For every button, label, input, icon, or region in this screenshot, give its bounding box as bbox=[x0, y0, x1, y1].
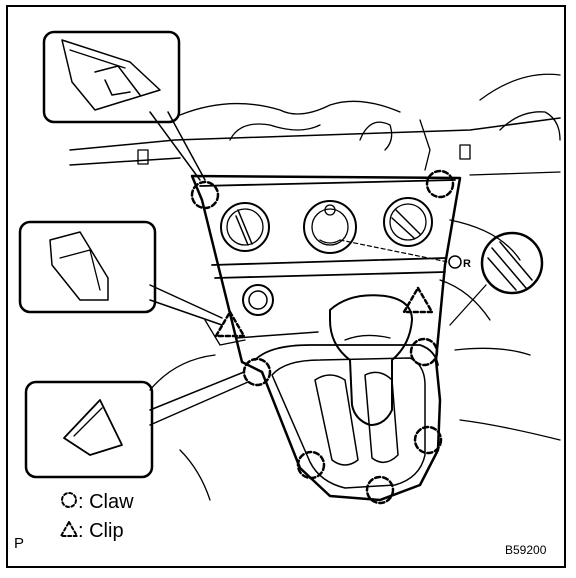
claw-marker bbox=[190, 180, 220, 210]
claw-marker bbox=[413, 425, 443, 455]
climate-knob-right bbox=[383, 197, 433, 247]
claw-markers bbox=[190, 169, 455, 505]
claw-marker bbox=[425, 169, 455, 199]
clip-marker bbox=[214, 310, 246, 338]
clip-legend-icon bbox=[60, 521, 78, 537]
detail-box-top bbox=[42, 30, 206, 181]
claw-marker bbox=[409, 337, 439, 367]
claw-legend-label: : Claw bbox=[78, 491, 134, 513]
legend: : Claw : Clip bbox=[60, 491, 134, 542]
climate-knob-left bbox=[220, 202, 270, 252]
dashboard-background bbox=[69, 73, 561, 501]
clip-marker bbox=[402, 286, 434, 314]
shift-lever bbox=[329, 294, 413, 426]
corner-letter: P bbox=[14, 535, 24, 552]
detail-box-bottom bbox=[24, 371, 249, 479]
detail-box-middle bbox=[18, 220, 223, 326]
screw-marker-letter: R bbox=[463, 258, 471, 270]
figure-code: B59200 bbox=[505, 543, 547, 557]
clip-legend-label: : Clip bbox=[78, 520, 124, 542]
claw-marker bbox=[296, 450, 326, 480]
screw-marker: R bbox=[339, 239, 471, 270]
clip-markers bbox=[214, 286, 434, 338]
claw-marker bbox=[365, 475, 395, 505]
claw-legend-icon bbox=[61, 492, 77, 508]
climate-knob-center bbox=[303, 200, 357, 254]
claw-marker bbox=[242, 357, 272, 387]
knob-detail-callout bbox=[449, 231, 544, 326]
power-outlet bbox=[242, 284, 274, 316]
